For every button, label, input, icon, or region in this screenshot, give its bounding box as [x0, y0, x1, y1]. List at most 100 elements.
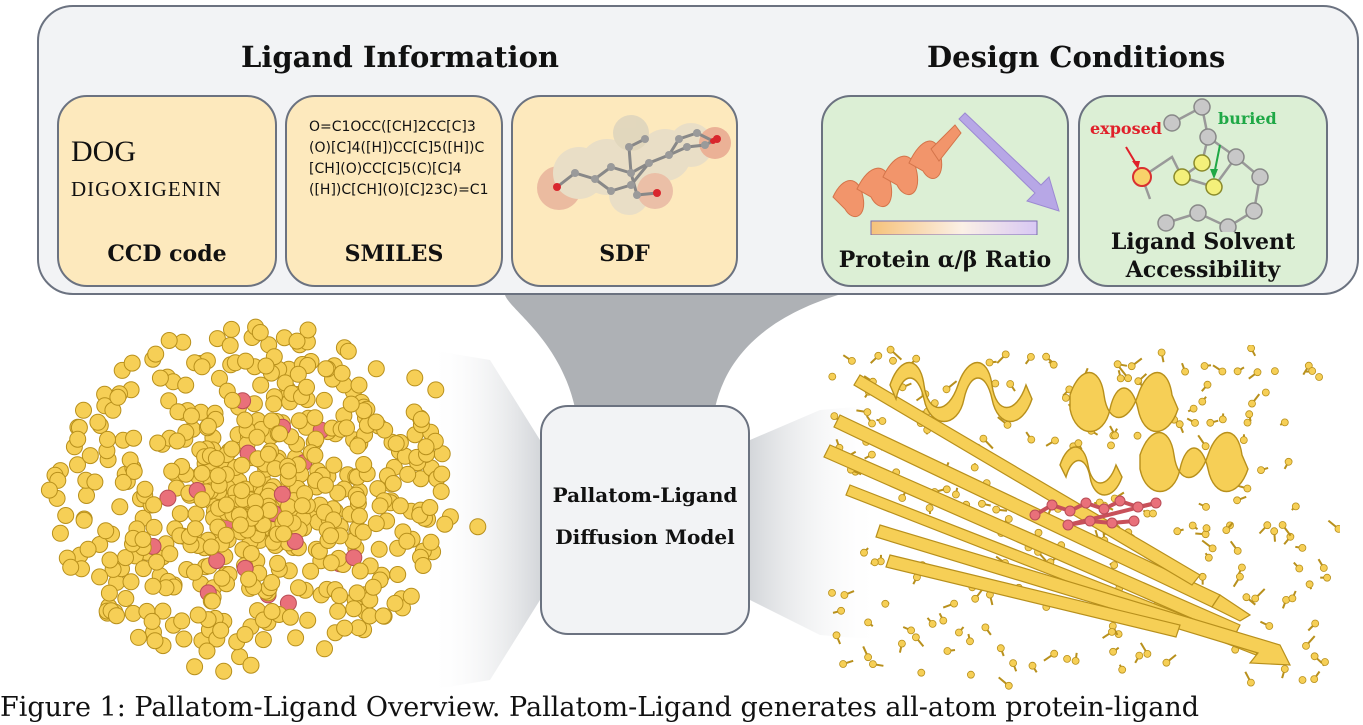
- ccd-code-value: DOG: [71, 135, 136, 168]
- side-chain-atom: [1291, 502, 1300, 511]
- side-chain-atom: [1270, 527, 1279, 536]
- side-chain-atom: [1050, 649, 1059, 658]
- smiles-label: SMILES: [344, 241, 444, 267]
- protein-atom: [146, 632, 164, 650]
- side-chain-atom: [1206, 418, 1215, 427]
- side-chain-atom: [898, 639, 906, 648]
- ligand-atom: [1062, 519, 1074, 531]
- protein-atom: [349, 437, 367, 455]
- protein-atom: [211, 369, 228, 387]
- side-chain-atom: [1181, 367, 1190, 376]
- side-chain-atom: [1107, 627, 1116, 636]
- protein-atom: [367, 360, 385, 378]
- side-chain-atom: [1235, 572, 1244, 581]
- side-chain-atom: [1109, 647, 1118, 656]
- protein-atom: [298, 378, 315, 396]
- protein-atom: [108, 607, 125, 625]
- protein-atom: [173, 612, 191, 630]
- side-chain-atom: [1334, 525, 1340, 533]
- protein-atom: [125, 429, 143, 447]
- protein-atom: [349, 491, 367, 508]
- side-chain-atom: [1208, 544, 1217, 553]
- protein-atom: [81, 447, 99, 465]
- side-chain-atom: [981, 623, 990, 632]
- smiles-card: O=C1OCC([CH]2CC[C]3(O)[C]4([H])CC[C]5([H…: [285, 95, 503, 287]
- top-funnel: [505, 295, 838, 408]
- side-chain-atom: [1063, 654, 1072, 663]
- protein-atom: [325, 456, 343, 474]
- protein-atom: [149, 434, 167, 452]
- protein-atom: [306, 409, 324, 427]
- side-chain-atom: [1284, 457, 1293, 466]
- side-chain-atom: [951, 490, 960, 499]
- protein-atom: [406, 369, 424, 387]
- side-chain-atom: [1233, 546, 1242, 555]
- side-chain-atom: [1133, 431, 1142, 440]
- side-chain-atom: [1051, 436, 1059, 445]
- design-conditions-title: Design Conditions: [927, 40, 1226, 74]
- side-chain-atom: [1253, 368, 1262, 377]
- protein-atom: [122, 573, 140, 591]
- ratio-gradient-bar: [870, 220, 1038, 235]
- protein-atom: [259, 445, 277, 463]
- side-chain-atom: [942, 385, 951, 394]
- protein-atom: [160, 332, 178, 349]
- protein-atom: [254, 631, 272, 649]
- protein-atom: [109, 388, 127, 406]
- side-chain-atom: [1127, 362, 1136, 371]
- left-funnel: [430, 350, 540, 690]
- protein-atom: [398, 532, 416, 550]
- exposed-atom: [1132, 167, 1152, 187]
- protein-atom: [248, 428, 266, 446]
- protein-atom: [168, 432, 186, 450]
- protein-atom: [263, 603, 281, 620]
- side-chain-atom: [1116, 374, 1125, 383]
- side-chain-atom: [868, 419, 876, 428]
- side-chain-atom: [966, 670, 975, 679]
- side-chain-atom: [828, 372, 837, 381]
- side-chain-atom: [1242, 593, 1251, 602]
- side-chain-atom: [1201, 442, 1210, 451]
- side-chain-atom: [1243, 484, 1252, 493]
- side-chain-atom: [878, 417, 887, 425]
- ligand-atom: [1029, 509, 1041, 521]
- side-chain-atom: [1311, 619, 1320, 628]
- side-chain-atom: [1246, 678, 1255, 687]
- protein-atom: [203, 592, 221, 610]
- protein-atom: [432, 483, 450, 500]
- protein-atom: [189, 606, 207, 624]
- side-chain-atom: [1107, 441, 1115, 450]
- side-chain-atom: [1305, 580, 1314, 589]
- protein-atom: [177, 376, 195, 394]
- protein-atom: [145, 496, 163, 514]
- protein-atom: [350, 507, 368, 525]
- protein-atom: [186, 658, 204, 676]
- protein-atom: [263, 574, 281, 591]
- side-chain-atom: [1298, 543, 1307, 552]
- side-chain-atom: [1261, 388, 1270, 397]
- protein-atom: [223, 391, 241, 409]
- side-chain-atom: [970, 463, 979, 472]
- side-chain-atom: [1204, 553, 1213, 562]
- side-chain-atom: [1004, 515, 1013, 523]
- side-chain-atom: [1237, 563, 1246, 572]
- side-chain-atom: [1280, 418, 1289, 427]
- protein-atom: [299, 321, 317, 339]
- protein-atom: [175, 630, 193, 648]
- protein-atom: [75, 401, 92, 419]
- solvent-label-line1: Ligand Solvent: [1110, 229, 1296, 255]
- side-chain-atom: [874, 351, 883, 360]
- protein-atom: [97, 522, 115, 540]
- side-chain-atom: [1310, 652, 1319, 661]
- side-chain-atom: [863, 408, 872, 416]
- protein-atom: [199, 417, 217, 435]
- beta-sheet-strands: [823, 374, 1291, 666]
- protein-atom: [350, 376, 368, 394]
- side-chain-atom: [1175, 420, 1184, 429]
- protein-atom: [233, 456, 251, 474]
- side-chain-atom: [1003, 421, 1012, 429]
- side-chain-atom: [1310, 675, 1319, 684]
- side-chain-atom: [1222, 526, 1231, 535]
- side-chain-atom: [1245, 410, 1254, 419]
- smiles-string: O=C1OCC([CH]2CC[C]3(O)[C]4([H])CC[C]5([H…: [309, 119, 489, 198]
